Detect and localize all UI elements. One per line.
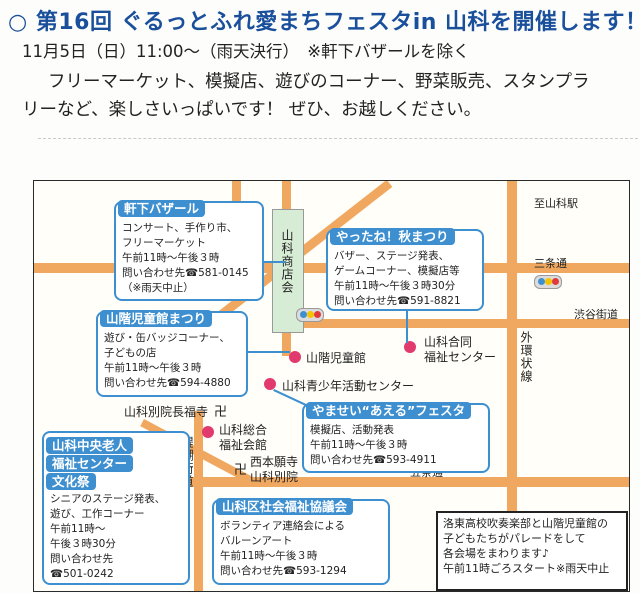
- callout-line: [406, 311, 408, 343]
- label-jido-kan: 山階児童館: [306, 351, 367, 365]
- box-rojin-title-1: 山科中央老人: [46, 437, 134, 454]
- box-shakyo-title: 山科区社会福祉協議会: [216, 498, 354, 515]
- venue-sogo-dot: [202, 426, 214, 438]
- label-sanjo: 三条通: [534, 257, 567, 270]
- box-jido-title: 山階児童館まつり: [100, 310, 213, 327]
- shopping-street-block: [272, 209, 304, 333]
- parade-note-line: 洛東高校吹奏楽部と山階児童館の: [443, 517, 608, 530]
- label-shopping-street: 山科商店会: [280, 229, 294, 294]
- box-line: 午前11時～午後３時: [220, 550, 318, 562]
- box-line: バザー、ステージ発表、: [334, 250, 450, 262]
- label-welfare-1: 山科合同: [424, 335, 473, 349]
- traffic-signal-icon: [534, 275, 562, 289]
- traffic-signal-icon: [296, 308, 324, 322]
- box-nokishita-bazaar: 軒下バザール コンサート、手作り市、 フリーマーケット 午前11時～午後３時 問…: [114, 200, 264, 301]
- divider: [38, 138, 638, 139]
- box-rojin-title-3: 文化祭: [46, 473, 96, 490]
- description-line-2: リーなど、楽しさいっぱいです！ ぜひ、お越しください。: [22, 100, 482, 120]
- venue-youth-dot: [264, 378, 276, 390]
- box-line: ボランティア連絡会による: [220, 520, 346, 532]
- label-sogo-2: 福祉会館: [219, 438, 268, 452]
- box-aki-matsuri: やったね！秋まつり バザー、ステージ発表、 ゲームコーナー、模擬店等 午前11時…: [326, 228, 484, 311]
- box-aki-title: やったね！秋まつり: [330, 228, 455, 245]
- box-line: ゲームコーナー、模擬店等: [334, 265, 460, 277]
- box-line: バルーンアート: [220, 535, 293, 547]
- box-yamasei-festa: やませい“あえる”フェスタ 模擬店、活動発表 午前11時～午後３時 問い合わせ先…: [302, 402, 490, 473]
- box-line: 午前11時～午後３時30分: [334, 280, 456, 292]
- parade-note-line: 各会場をまわります♪: [443, 547, 550, 560]
- event-description: フリーマーケット、模擬店、遊びのコーナー、野菜販売、スタンプラ リーなど、楽しさ…: [22, 68, 638, 124]
- description-line-1: フリーマーケット、模擬店、遊びのコーナー、野菜販売、スタンプラ: [48, 72, 590, 92]
- label-welfare-2: 福祉センター: [424, 350, 497, 364]
- box-line: 遊び、工作コーナー: [50, 508, 145, 520]
- event-date: 11月5日（日）11:00～（雨天決行） ※軒下バザールを除く: [22, 42, 470, 61]
- label-betsuin: 山科別院長福寺: [124, 405, 209, 419]
- parade-note-line: 子どもたちがパレードをして: [443, 532, 586, 545]
- box-line: 問い合わせ先☎591-8821: [334, 295, 461, 307]
- box-line: 午後３時30分: [50, 538, 116, 550]
- box-line: ☎501-0242: [50, 568, 114, 580]
- box-line: 模擬店、活動発表: [310, 424, 394, 436]
- parade-note: 洛東高校吹奏楽部と山階児童館の 子どもたちがパレードをして 各会場をまわります♪…: [436, 511, 628, 591]
- box-rojin-bunkasai: 山科中央老人 福祉センター 文化祭 シニアのステージ発表、 遊び、工作コーナー …: [42, 431, 190, 585]
- box-rojin-title-2: 福祉センター: [46, 455, 134, 472]
- box-line: （※雨天中止）: [122, 282, 194, 294]
- box-line: コンサート、手作り市、: [122, 222, 238, 234]
- parade-note-line: 午前11時ごろスタート※雨天中止: [443, 562, 610, 575]
- label-higashi-1: 西本願寺: [250, 455, 299, 469]
- callout-line: [264, 261, 286, 263]
- headline: ○ 第16回 ぐるっとふれ愛まちフェスタin 山科を開催します！: [8, 10, 640, 35]
- box-line: 問い合わせ先☎581-0145: [122, 267, 249, 279]
- box-line: 遊び・缶バッジコーナー、: [104, 332, 230, 344]
- label-sotokanjo: 外環状線: [519, 331, 533, 383]
- venue-jido-dot: [289, 351, 301, 363]
- road-gojo: [154, 477, 629, 487]
- box-line: シニアのステージ発表、: [50, 493, 166, 505]
- label-sogo-1: 山科総合: [219, 423, 268, 437]
- road-daigo: [194, 411, 203, 591]
- venue-welfare-dot: [404, 341, 416, 353]
- temple-icon: 卍: [214, 405, 228, 420]
- box-line: 午前11時～: [50, 523, 106, 535]
- box-line: 午前11時～午後３時: [122, 252, 220, 264]
- road-sotokanjo: [507, 181, 517, 591]
- event-map: 山科商店会 至山科駅 三条通 渋谷街道 外環状線 醍醐街道 五条通 山階児童館 …: [33, 180, 630, 592]
- label-youth-center: 山科青少年活動センター: [282, 379, 415, 393]
- label-higashi-2: 山科別院: [250, 470, 299, 484]
- box-line: 午前11時～午後３時: [310, 439, 408, 451]
- box-line: 問い合わせ先☎593-4911: [310, 454, 437, 466]
- temple-icon: 卍: [234, 463, 248, 478]
- label-shibuya: 渋谷街道: [574, 308, 618, 321]
- road-shibuya: [294, 319, 629, 328]
- label-station: 至山科駅: [534, 197, 578, 210]
- box-shakyo: 山科区社会福祉協議会 ボランティア連絡会による バルーンアート 午前11時～午後…: [212, 498, 390, 585]
- box-nokishita-title: 軒下バザール: [118, 200, 206, 217]
- box-line: フリーマーケット: [122, 237, 206, 249]
- box-line: 午前11時～午後３時: [104, 362, 202, 374]
- box-line: 問い合わせ先: [50, 553, 113, 565]
- box-line: 問い合わせ先☎594-4880: [104, 377, 231, 389]
- box-jido-matsuri: 山階児童館まつり 遊び・缶バッジコーナー、 子どもの店 午前11時～午後３時 問…: [96, 310, 248, 397]
- box-line: 子どもの店: [104, 347, 157, 359]
- box-line: 問い合わせ先☎593-1294: [220, 565, 347, 577]
- box-yamasei-title: やませい“あえる”フェスタ: [306, 402, 472, 419]
- callout-line: [248, 351, 290, 353]
